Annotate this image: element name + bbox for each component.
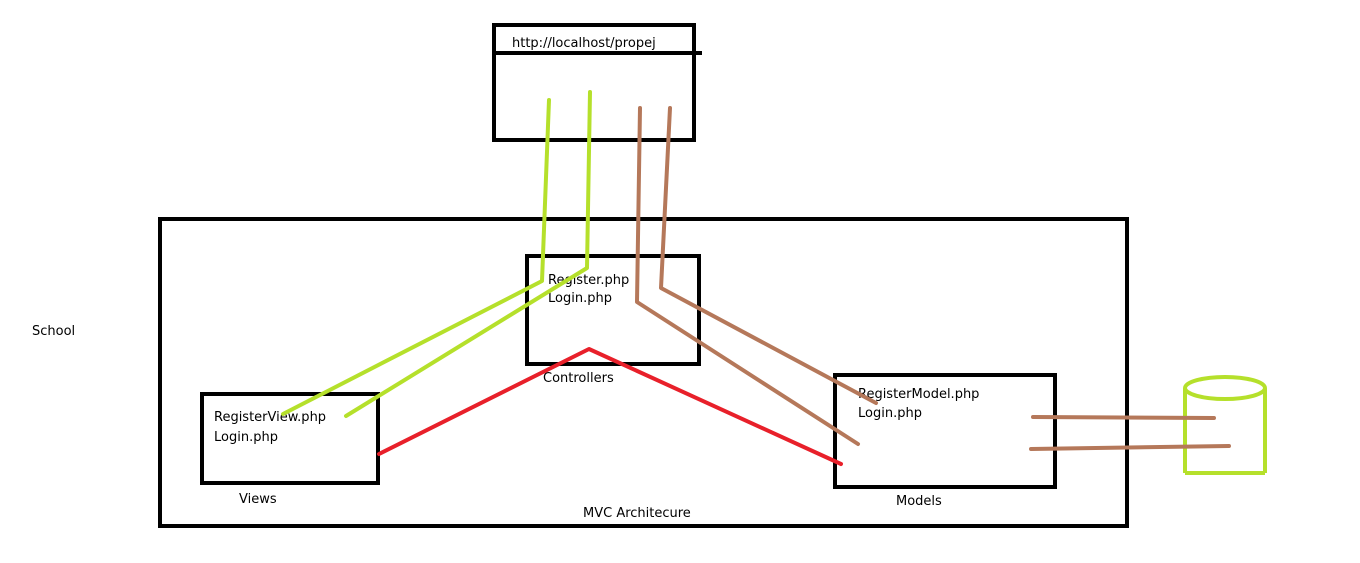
browser-view-flow-lines <box>281 90 592 418</box>
controllers-label: Controllers <box>543 371 614 386</box>
mvc-container: MVC Architecure <box>158 217 1129 528</box>
database-icon <box>1183 375 1267 475</box>
school-label: School <box>32 324 75 339</box>
models-label: Models <box>896 494 942 509</box>
views-box: RegisterView.php Login.php Views <box>200 392 380 507</box>
view-file-login: Login.php <box>214 430 278 445</box>
browser-url: http://localhost/propej <box>512 36 656 51</box>
view-file-register: RegisterView.php <box>214 410 326 425</box>
view-model-link-line <box>377 347 843 466</box>
mvc-architecture-label: MVC Architecure <box>583 506 691 521</box>
controllers-box: Register.php Login.php Controllers <box>525 254 701 386</box>
model-file-login: Login.php <box>858 406 922 421</box>
model-file-register: RegisterModel.php <box>858 387 979 402</box>
models-box: RegisterModel.php Login.php Models <box>833 373 1057 509</box>
browser-model-flow-lines <box>635 106 878 446</box>
controller-file-login: Login.php <box>548 291 612 306</box>
browser-window: http://localhost/propej <box>492 23 702 142</box>
model-database-lines <box>1029 415 1231 451</box>
views-label: Views <box>239 492 277 507</box>
controller-file-register: Register.php <box>548 273 629 288</box>
